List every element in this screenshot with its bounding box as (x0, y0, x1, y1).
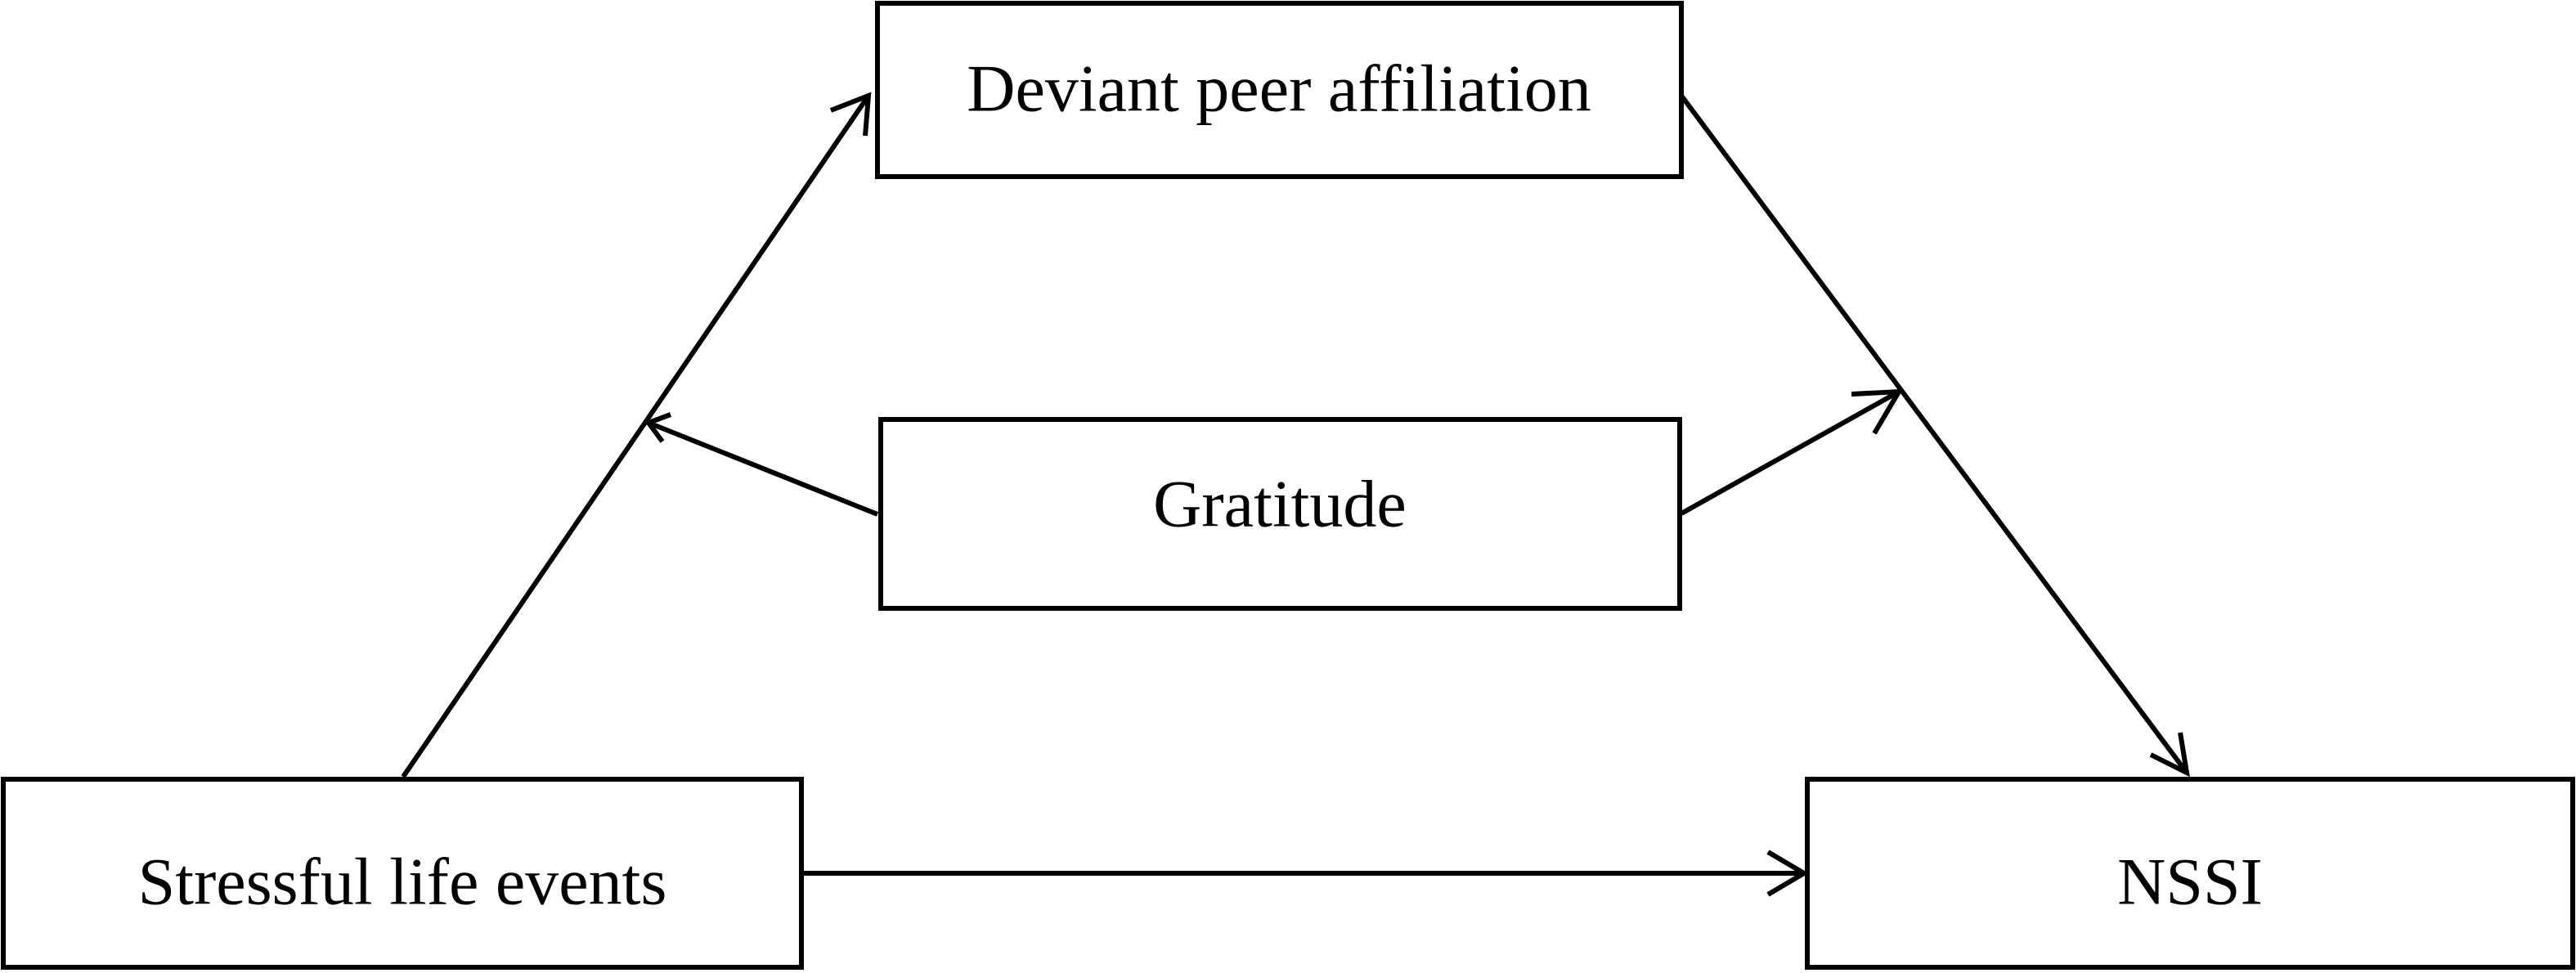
arrowhead-deviant-to-nssi (2149, 732, 2190, 778)
node-box (875, 1, 1684, 179)
node-deviant-peer-affiliation: Deviant peer affiliation (875, 1, 1684, 179)
node-label: Deviant peer affiliation (967, 52, 1591, 126)
node-box (878, 417, 1682, 611)
arrowhead-gratitude-moderates-left (644, 412, 672, 443)
node-gratitude: Gratitude (878, 417, 1682, 611)
edge-gratitude-moderates-left (647, 420, 879, 517)
arrowhead-stressful-to-nssi (1766, 850, 1809, 897)
node-label: NSSI (2117, 845, 2263, 919)
node-stressful-life-events: Stressful life events (1, 777, 804, 970)
node-label: Gratitude (1153, 467, 1407, 541)
node-nssi: NSSI (1805, 777, 2575, 970)
node-label: Stressful life events (138, 845, 667, 919)
arrowhead-gratitude-moderates-right (1851, 388, 1904, 435)
edge-deviant-to-nssi (1679, 94, 2189, 774)
edge-stressful-to-deviant (401, 94, 871, 778)
edge-gratitude-moderates-right (1680, 389, 1901, 516)
node-box (1, 777, 804, 970)
node-box (1805, 777, 2575, 970)
arrowhead-stressful-to-deviant (829, 92, 872, 137)
